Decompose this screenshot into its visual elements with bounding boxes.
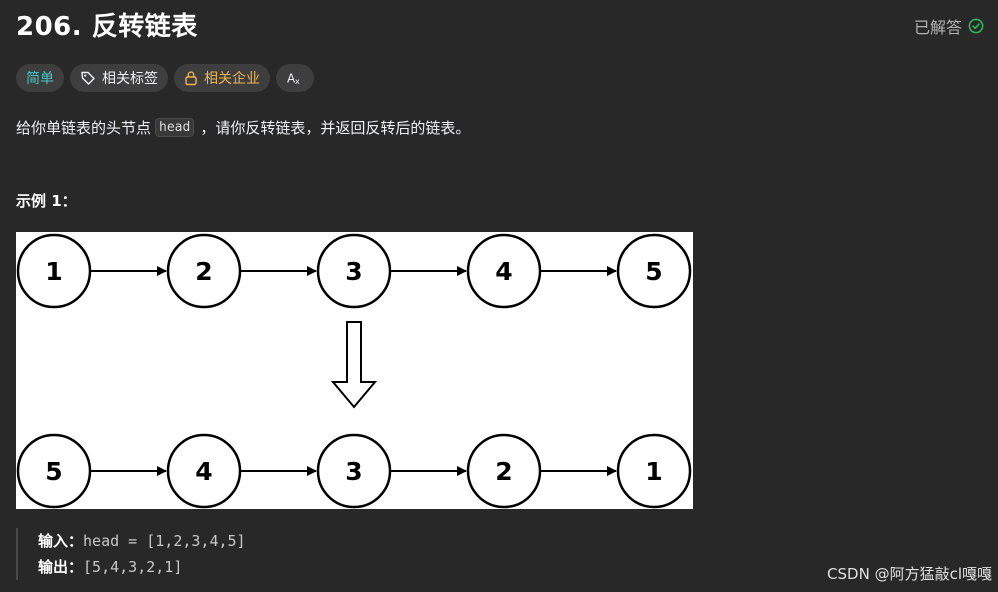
list-after-node-3 [466,433,542,509]
solved-status: 已解答 [914,14,984,38]
input-label: 输入： [38,532,84,550]
list-before-node-label-2: 3 [345,257,362,286]
output-label: 输出： [38,558,84,576]
check-circle-icon [968,18,984,34]
solved-label: 已解答 [913,18,962,37]
problem-description: 给你单链表的头节点 head ，请你反转链表，并返回反转后的链表。 [16,117,470,138]
translate-icon: A x [286,70,304,87]
related-topics-label: 相关标签 [102,71,158,87]
output-value: [5,4,3,2,1] [83,558,183,576]
down-arrow-icon [330,321,378,409]
list-before-node-4 [616,233,692,309]
list-after-node-0 [16,433,92,509]
list-after-node-label-4: 1 [645,457,662,486]
related-topics-tag[interactable]: 相关标签 [70,64,168,92]
input-value: head = [1,2,3,4,5] [83,532,246,550]
list-after-node-2 [316,433,392,509]
description-text-start: 给你单链表的头节点 [16,119,152,137]
head-code: head [155,118,195,137]
difficulty-tag[interactable]: 简单 [16,64,64,92]
list-after-node-4 [616,433,692,509]
list-before-node-3 [466,233,542,309]
linked-list-diagram: 1 2 3 4 5 5 4 3 2 1 [16,233,692,509]
description-text-end: ，请你反转链表，并返回反转后的链表。 [200,119,471,137]
svg-text:x: x [295,77,300,86]
list-after-node-label-2: 3 [345,457,362,486]
list-before-node-1 [166,233,242,309]
translate-tag[interactable]: A x [276,64,314,92]
svg-text:A: A [287,72,296,86]
example-output-line: 输出：[5,4,3,2,1] [38,554,246,580]
list-before-node-2 [316,233,392,309]
list-before-node-0 [16,233,92,309]
example-io: 输入：head = [1,2,3,4,5] 输出：[5,4,3,2,1] [16,528,246,580]
list-before-node-label-3: 4 [495,257,512,286]
example-input-line: 输入：head = [1,2,3,4,5] [38,528,246,554]
example-title: 示例 1： [16,192,77,210]
difficulty-label: 简单 [26,71,54,87]
lock-icon [184,70,198,86]
tag-icon [80,70,96,86]
list-before-node-label-4: 5 [645,257,662,286]
list-after-node-label-3: 2 [495,457,512,486]
linked-list-figure: 1 2 3 4 5 5 4 3 2 1 [16,232,693,509]
related-companies-label: 相关企业 [204,71,260,87]
tag-bar: 简单 相关标签 相关企业 A x [16,64,314,92]
list-after-node-label-0: 5 [45,457,62,486]
list-before-node-label-0: 1 [45,257,62,286]
list-after-node-label-1: 4 [195,457,212,486]
watermark: CSDN @阿方猛敲cl嘎嘎 [827,565,992,583]
list-before-node-label-1: 2 [195,257,212,286]
problem-title: 206. 反转链表 [16,12,198,42]
list-after-node-1 [166,433,242,509]
related-companies-tag[interactable]: 相关企业 [174,64,270,92]
